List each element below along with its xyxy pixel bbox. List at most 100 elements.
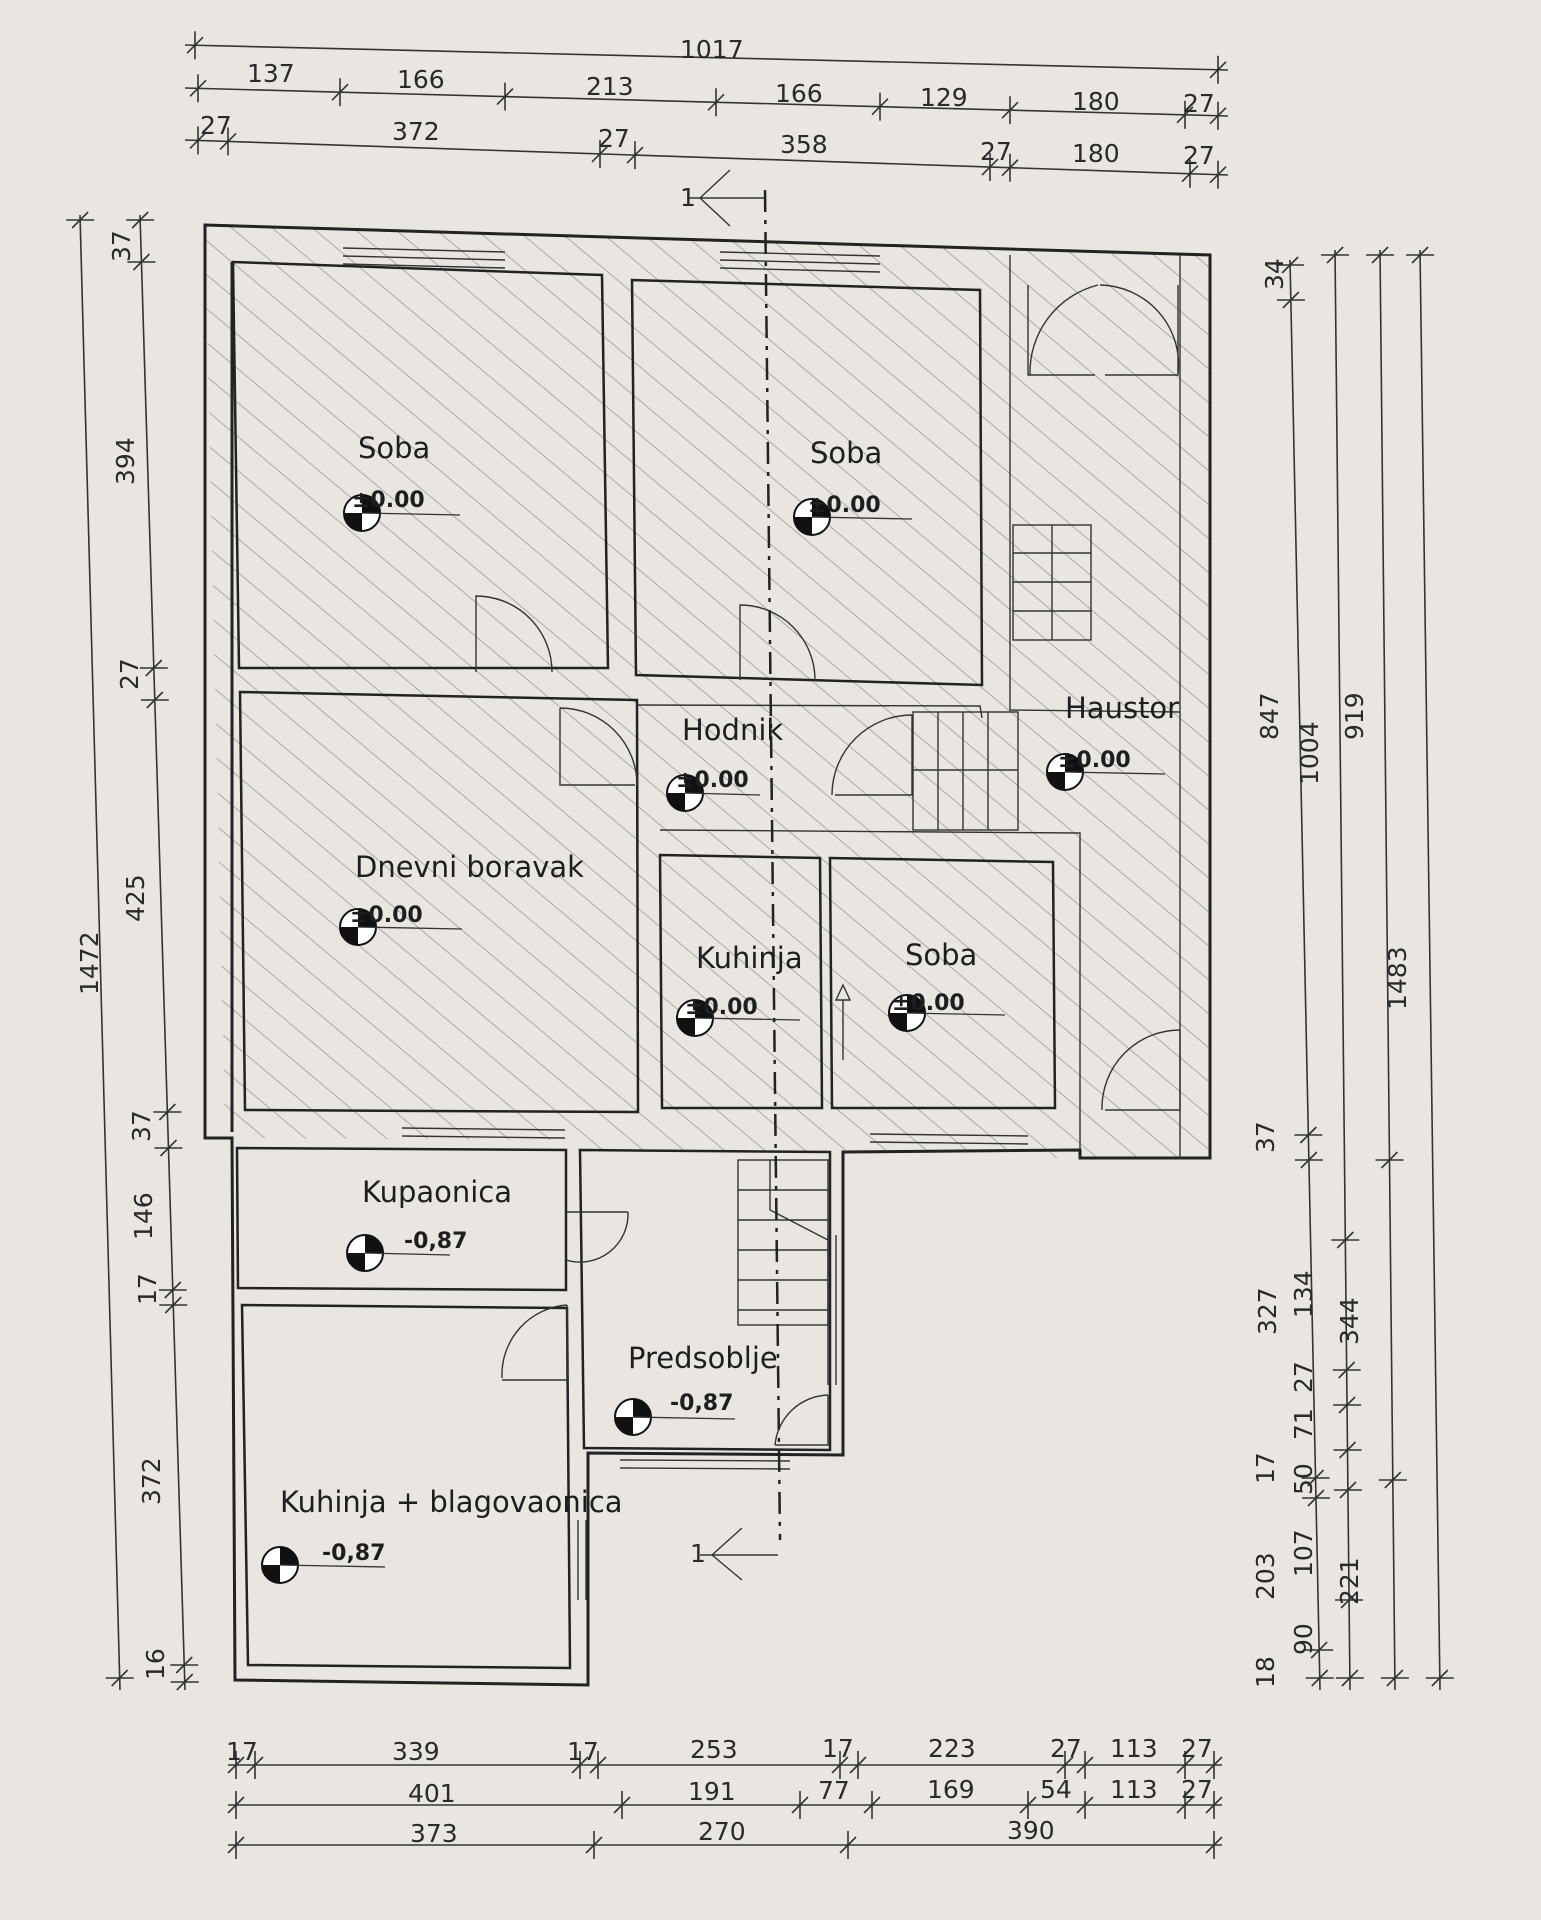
hatched-floor-area: [205, 225, 1210, 1158]
room-label-predsoblje: Predsoblje: [628, 1341, 778, 1375]
room-label-haustor: Haustor: [1065, 691, 1179, 725]
level-haustor: ±0.00: [1058, 748, 1131, 773]
dim-right-col4-1: 1483: [1383, 946, 1412, 1010]
dim-left-overall: 1472: [75, 931, 104, 995]
dim-bottom-row1-3: 17: [567, 1737, 599, 1766]
dimension-line: [184, 139, 1229, 176]
dim-bottom-row1-5: 17: [822, 1734, 854, 1763]
dimension-line: [139, 214, 186, 1691]
dim-bottom-row1-2: 339: [392, 1737, 440, 1766]
dim-top-row3-2: 372: [392, 117, 440, 146]
dim-bottom-row2-5: 54: [1040, 1775, 1072, 1804]
dimension-lines: [66, 31, 1454, 1859]
dim-right-col1-2: 847: [1255, 692, 1284, 740]
dim-bottom-row3-2: 270: [698, 1817, 746, 1846]
section-mark-top: 1: [680, 183, 696, 212]
dim-right-col2-4: 71: [1289, 1408, 1318, 1440]
level-marker-symbol: [339, 908, 463, 946]
doors: [475, 284, 1181, 1446]
dimension-line: [184, 87, 1229, 117]
dimension-line: [1289, 259, 1321, 1691]
dim-top-row2-7: 27: [1183, 89, 1215, 118]
dim-bottom-row3-1: 373: [410, 1819, 458, 1848]
level-marker-symbol: [676, 999, 801, 1037]
dim-right-col3-1: 919: [1340, 692, 1369, 740]
dim-right-col1-4: 327: [1253, 1287, 1282, 1335]
dimension-line: [184, 44, 1229, 71]
dimension-line: [1379, 249, 1396, 1691]
dim-top-row2-1: 137: [247, 59, 295, 88]
section-mark-bottom: 1: [690, 1539, 706, 1568]
dim-bottom-row1-9: 27: [1181, 1734, 1213, 1763]
dim-bottom-row1-8: 113: [1110, 1734, 1158, 1763]
dim-top-row3-6: 180: [1072, 139, 1120, 168]
dim-right-col1-5: 17: [1251, 1452, 1280, 1484]
dim-bottom-row3-3: 390: [1007, 1816, 1055, 1845]
room-label-dnevni-boravak: Dnevni boravak: [355, 850, 584, 884]
dim-left-seg-1: 37: [107, 230, 136, 262]
dim-right-col1-6: 203: [1251, 1552, 1280, 1600]
dim-right-col1-7: 18: [1251, 1656, 1280, 1688]
section-line: 1 1: [680, 169, 782, 1581]
dim-left-seg-4: 425: [121, 874, 150, 922]
dim-right-col2-2: 134: [1289, 1270, 1318, 1318]
dim-bottom-row1-4: 253: [690, 1735, 738, 1764]
dim-right-col2-7: 90: [1289, 1623, 1318, 1655]
level-marker-symbol: [1046, 753, 1166, 791]
dimension-line: [79, 214, 121, 1691]
room-label-soba-1: Soba: [358, 431, 430, 465]
level-marker-symbol: [666, 774, 761, 812]
dim-bottom-row2-7: 27: [1181, 1775, 1213, 1804]
dim-top-row2-3: 213: [586, 72, 634, 101]
level-predsoblje: -0,87: [670, 1391, 733, 1416]
dim-left-seg-6: 146: [129, 1192, 158, 1240]
outer-walls: [203, 223, 1212, 1687]
level-marker-symbol: [614, 1398, 736, 1436]
level-kupaonica: -0,87: [404, 1229, 467, 1254]
dim-left-seg-7: 17: [133, 1273, 162, 1305]
dim-right-col1-1: 34: [1260, 258, 1289, 290]
dim-left-seg-9: 16: [141, 1648, 170, 1680]
level-soba-1: ±0.00: [352, 488, 425, 513]
level-soba-2: ±0.00: [808, 493, 881, 518]
dim-right-col2-1: 1004: [1295, 721, 1324, 785]
dim-bottom-row1-6: 223: [928, 1734, 976, 1763]
level-dnevni: ±0.00: [350, 903, 423, 928]
level-marker-symbol: [261, 1546, 386, 1584]
dimension-line: [1419, 249, 1441, 1691]
dim-left-seg-3: 27: [115, 658, 144, 690]
dim-bottom-row2-2: 191: [688, 1777, 736, 1806]
dim-bottom-row1-1: 17: [226, 1737, 258, 1766]
stairs: [737, 524, 1092, 1326]
room-label-kupaonica: Kupaonica: [362, 1175, 512, 1209]
room-label-hodnik: Hodnik: [682, 713, 783, 747]
room-label-kuhinja-blagovaonica: Kuhinja + blagovaonica: [280, 1485, 623, 1519]
level-marker-symbol: [343, 494, 461, 532]
dim-top-row3-5: 27: [980, 137, 1012, 166]
level-kuhinja-blagovaonica: -0,87: [322, 1541, 385, 1566]
dim-top-row2-6: 180: [1072, 87, 1120, 116]
dim-right-col1-3: 37: [1251, 1121, 1280, 1153]
level-marker-symbol: [346, 1234, 451, 1272]
room-label-kuhinja: Kuhinja: [696, 941, 803, 975]
dim-top-row3-4: 358: [780, 130, 828, 159]
dim-bottom-row2-1: 401: [408, 1779, 456, 1808]
dim-left-seg-5: 37: [127, 1110, 156, 1142]
dim-right-col2-3: 27: [1289, 1361, 1318, 1393]
dim-top-row2-5: 129: [920, 83, 968, 112]
room-label-soba-2: Soba: [810, 436, 882, 470]
dim-bottom-row1-7: 27: [1050, 1734, 1082, 1763]
dim-top-row3-1: 27: [200, 111, 232, 140]
level-marker-symbol: [888, 994, 1006, 1032]
dim-right-col3-3: 221: [1335, 1557, 1364, 1605]
dim-top-row3-3: 27: [598, 124, 630, 153]
dim-left-seg-8: 372: [137, 1457, 166, 1505]
level-hodnik: ±0.00: [676, 768, 749, 793]
level-kuhinja: ±0.00: [685, 995, 758, 1020]
dim-bottom-row2-4: 169: [927, 1775, 975, 1804]
room-label-soba-3: Soba: [905, 938, 977, 972]
dim-top-overall: 1017: [680, 35, 744, 64]
dim-right-col3-2: 344: [1335, 1297, 1364, 1345]
dimension-line: [1334, 249, 1351, 1691]
